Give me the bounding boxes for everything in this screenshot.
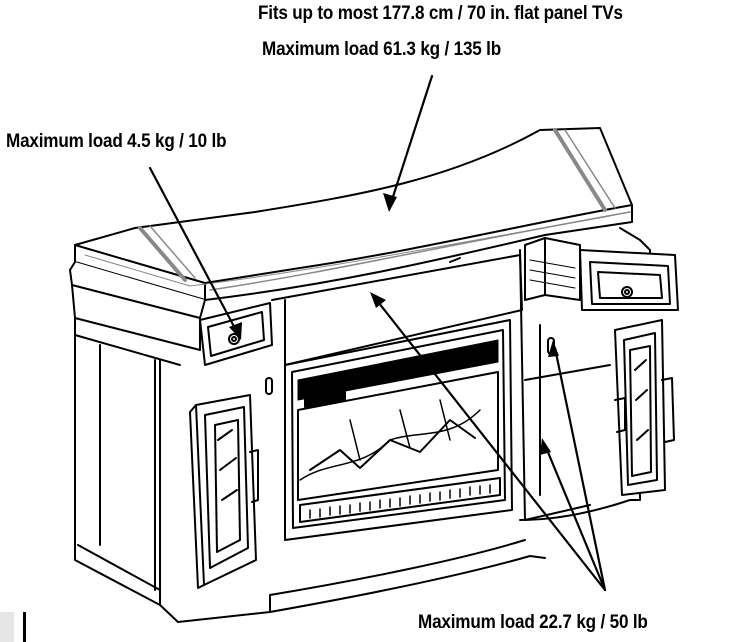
arrow-top-load — [388, 74, 434, 208]
left-knob — [265, 377, 273, 395]
top-load-label: Maximum load 61.3 kg / 135 lb — [262, 39, 502, 60]
drawer-load-label: Maximum load 4.5 kg / 10 lb — [6, 131, 227, 152]
tv-fit-label: Fits up to most 177.8 cm / 70 in. flat p… — [258, 3, 623, 24]
left-door — [189, 394, 259, 589]
arrow-shelf-right-upper — [553, 346, 607, 592]
right-drawer — [524, 237, 679, 311]
fireplace-insert — [284, 319, 513, 541]
arrowheads — [229, 193, 559, 455]
arrow-shelf-right-lower — [543, 443, 607, 592]
console-top — [74, 127, 633, 301]
corner-mark — [23, 612, 26, 642]
corner-shade — [0, 612, 14, 642]
right-door — [614, 319, 675, 496]
arrow-drawer-load — [148, 166, 240, 336]
left-cabinet — [69, 261, 271, 623]
arrow-shelf-upper — [373, 296, 607, 592]
arrows — [148, 74, 607, 592]
shelf-load-label: Maximum load 22.7 kg / 50 lb — [418, 612, 648, 633]
